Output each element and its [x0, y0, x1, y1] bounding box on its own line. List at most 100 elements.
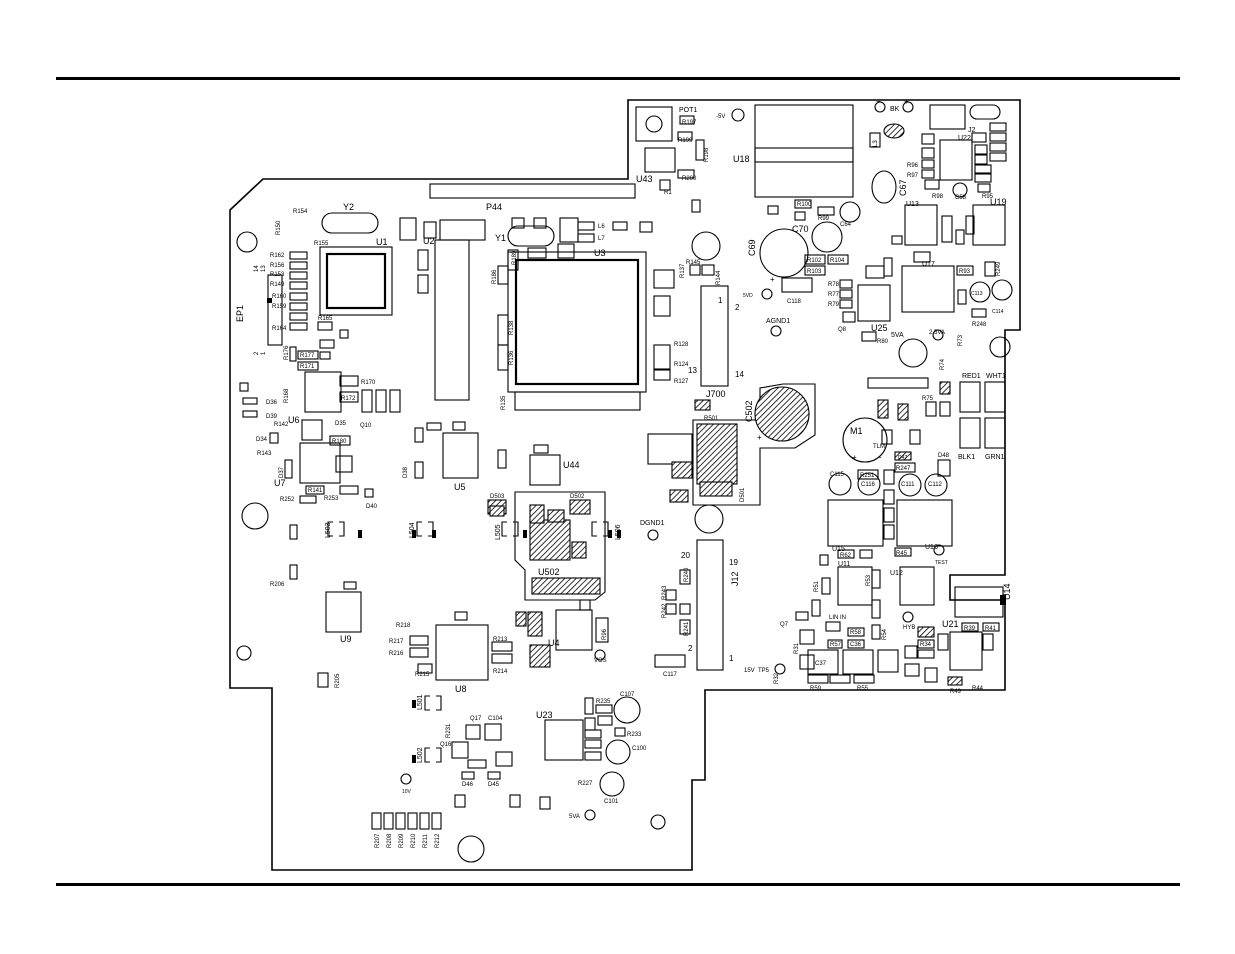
- label-r253: R253: [324, 496, 339, 502]
- r50-pad: [924, 667, 938, 683]
- label-5vd: 5VD: [743, 293, 753, 299]
- label-q17: Q17: [470, 716, 482, 722]
- r-row-211: [419, 812, 430, 830]
- label-u2: U2: [423, 236, 435, 246]
- test-point: [902, 101, 914, 113]
- r90-pad: [955, 229, 965, 245]
- label-j12-pin2: 2: [688, 644, 693, 653]
- label-r75: R75: [922, 396, 934, 402]
- top-rule: [56, 77, 1180, 80]
- l3-pad: [869, 132, 881, 148]
- u5-chip: [442, 432, 479, 479]
- r139-pad: [497, 449, 507, 469]
- c101-capacitor: [599, 771, 625, 797]
- label-plus-c69: +: [770, 275, 775, 284]
- u6-chip: [304, 371, 342, 413]
- cu4-pad: [579, 599, 591, 611]
- c118-capacitor: [781, 277, 813, 293]
- label-d35: D35: [335, 421, 347, 427]
- c62-pad: [941, 215, 953, 243]
- label-l502: L502: [417, 747, 424, 763]
- label-r214: R214: [493, 669, 508, 675]
- label-q8: Q8: [838, 327, 847, 333]
- c506-hatched: [669, 489, 689, 503]
- c81-pad: [653, 295, 671, 317]
- mounting-hole: [989, 336, 1011, 358]
- u17-chip: [901, 265, 955, 313]
- r229-pad: [467, 759, 487, 769]
- label-u43: U43: [636, 174, 653, 184]
- c112-capacitor: [924, 473, 948, 497]
- r251-pad: [857, 469, 879, 480]
- r54-pad: [871, 624, 881, 640]
- rn-pad: [639, 221, 653, 233]
- label-d501: D501: [740, 487, 746, 502]
- label-ep1: EP1: [235, 305, 245, 322]
- label-u502: U502: [538, 567, 560, 577]
- r163-pad: [361, 389, 373, 413]
- r96-pad: [921, 159, 935, 169]
- label-r78: R78: [828, 282, 840, 288]
- label-plus-top: +: [904, 97, 909, 106]
- c1-pad: [974, 154, 988, 165]
- label-y1: Y1: [495, 233, 506, 243]
- test-point: [932, 329, 944, 341]
- r180-pad: [329, 435, 351, 446]
- r245-pad: [881, 429, 893, 445]
- label-r39: R39: [964, 626, 976, 632]
- d36-pad: [242, 397, 258, 405]
- solid-pad: [267, 298, 272, 303]
- label-j700: J700: [706, 389, 726, 399]
- label-tlm: TLM: [873, 444, 885, 450]
- label-plus-c502: +: [757, 433, 762, 442]
- c2-pad: [974, 144, 988, 155]
- cu1-chip: [439, 219, 486, 241]
- l505-inductor: [501, 521, 519, 537]
- label-r34: R34: [920, 642, 932, 648]
- label-u1: U1: [376, 237, 388, 247]
- label-m1: M1: [850, 426, 863, 436]
- r166-pad: [389, 389, 401, 413]
- r99-pad: [817, 206, 835, 216]
- u3-bottom-pads: [514, 391, 641, 411]
- d33-pad: [289, 524, 298, 540]
- label-y2: Y2: [343, 202, 354, 212]
- r34-pad: [917, 639, 935, 649]
- label-r142: R142: [274, 422, 289, 428]
- label-r242: R242: [662, 603, 668, 618]
- d502-pad: [569, 499, 591, 515]
- d31-pad: [414, 427, 424, 443]
- c35-pad: [877, 649, 899, 673]
- r91-pad: [883, 257, 893, 277]
- label-j2: J2: [968, 127, 976, 134]
- r45-pad: [894, 547, 912, 557]
- r174-pad: [417, 249, 429, 271]
- r225-pad: [584, 739, 602, 749]
- label-d40: D40: [366, 504, 378, 510]
- c60-pad: [971, 132, 987, 143]
- label-r186: R186: [492, 269, 498, 284]
- r227b-pad: [584, 751, 602, 761]
- c77-pad: [691, 199, 701, 213]
- test-point: [594, 649, 606, 661]
- mounting-hole: [236, 231, 258, 253]
- r164-pad: [289, 322, 308, 331]
- solid-pad: [412, 755, 416, 763]
- label-d48: D48: [938, 453, 950, 459]
- r516-pad: [529, 644, 551, 668]
- mounting-hole: [898, 338, 928, 368]
- label-r124: R124: [674, 362, 689, 368]
- cu8-pad: [454, 611, 468, 621]
- label-r128: R128: [674, 342, 689, 348]
- ts-hatched: [883, 123, 905, 139]
- label-r162: R162: [270, 253, 285, 259]
- r89-pad: [921, 133, 935, 145]
- label-r213: R213: [493, 637, 508, 643]
- c85-pad: [653, 269, 675, 289]
- c115-capacitor: [828, 472, 852, 496]
- label-ep1-pin1: 1: [261, 351, 267, 355]
- r1b-pad: [659, 179, 671, 191]
- l502-inductor: [424, 747, 442, 763]
- u22-chip: [939, 139, 973, 181]
- test-point: [933, 544, 945, 556]
